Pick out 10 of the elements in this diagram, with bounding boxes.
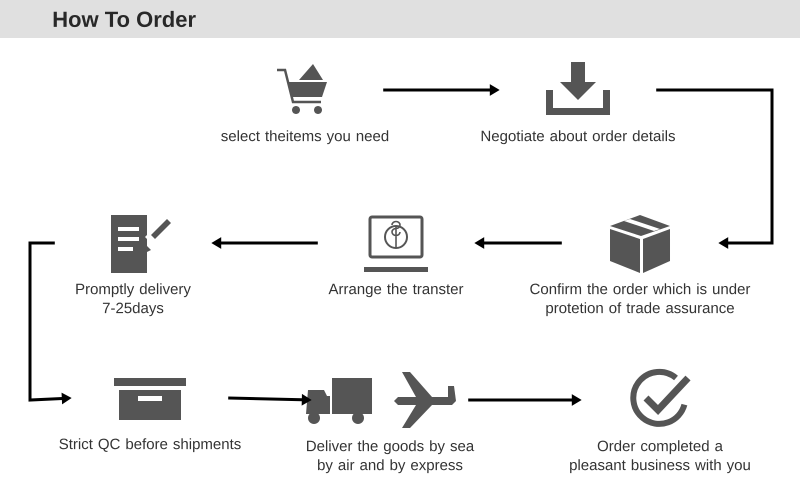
step-label: Promptly delivery 7-25days — [76, 283, 191, 316]
step-label: Confirm the order which is under protetion of trade assurance — [530, 283, 750, 316]
step-label: Deliver the goods by sea by air and by express — [307, 440, 474, 474]
header-bar: How To Order — [0, 0, 800, 38]
step-label: Strict QC before shipments — [59, 438, 241, 452]
step-label: Arrange the transter — [328, 283, 464, 298]
arrow — [656, 88, 774, 249]
step-label: Negotiate about order details — [482, 130, 675, 144]
step-label: select theitems you need — [221, 130, 388, 144]
step-label: Order completed a pleasant business with you — [570, 440, 750, 474]
